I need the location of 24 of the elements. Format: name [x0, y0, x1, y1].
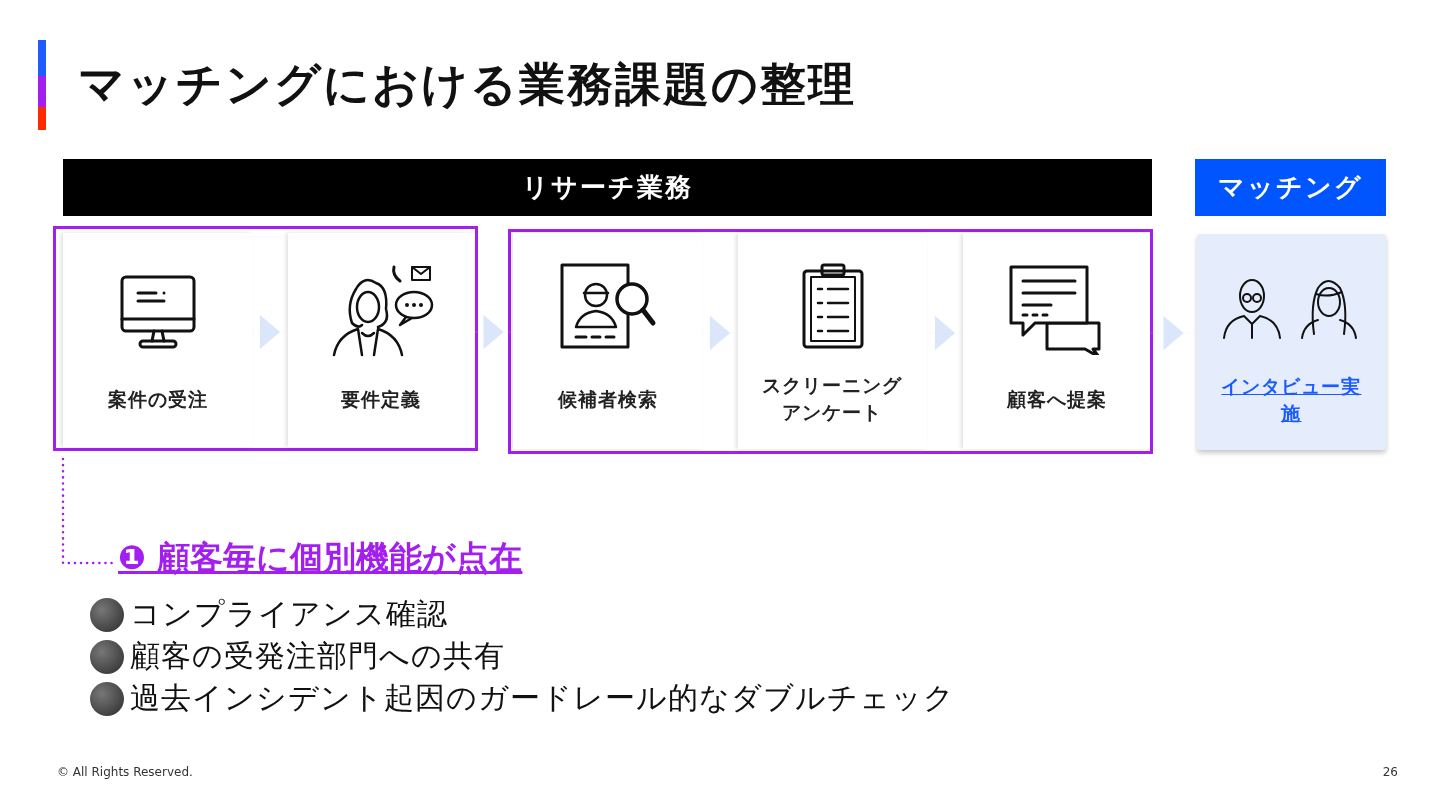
- bullet-text: コンプライアンス確認: [130, 595, 448, 633]
- chevron-arrow: [473, 314, 514, 350]
- bullet-text: 過去インシデント起因のガードレール的なダブルチェック: [130, 679, 955, 717]
- step-label: 候補者検索: [557, 386, 658, 412]
- copyright-footer: © All Rights Reserved.: [57, 765, 193, 779]
- category-header: リサーチ業務: [63, 159, 1152, 216]
- step-label: スクリーニングアンケート: [761, 373, 904, 425]
- step-card: [738, 233, 927, 449]
- category-header: マッチング: [1195, 159, 1386, 216]
- step-card: [1197, 234, 1386, 450]
- step-label: 要件定義: [341, 386, 421, 412]
- step-card: [288, 233, 474, 447]
- step-card: [963, 233, 1150, 449]
- page-title: マッチングにおける業務課題の整理: [78, 56, 856, 113]
- group-frame: [508, 229, 1153, 454]
- step-card: [513, 233, 702, 449]
- issue-heading: ❶ 顧客毎に個別機能が点在: [118, 536, 523, 581]
- step-label: 顧客へ提案: [1006, 386, 1107, 412]
- page-number: 26: [1382, 765, 1398, 779]
- leader-line: [61, 457, 114, 565]
- bullet-text: 顧客の受発注部門への共有: [130, 637, 505, 675]
- group-frame: [53, 226, 478, 451]
- step-card: [63, 233, 252, 447]
- step-label: 案件の受注: [107, 386, 208, 412]
